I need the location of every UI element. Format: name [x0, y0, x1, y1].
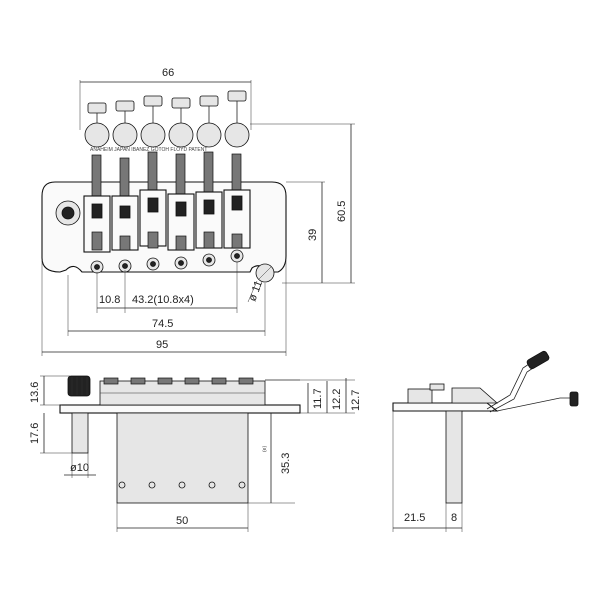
dim-13-6: 13.6 [29, 375, 70, 406]
dim-50: 50 [116, 503, 249, 532]
svg-text:17.6: 17.6 [29, 423, 41, 444]
saddles [83, 189, 251, 253]
svg-text:74.5: 74.5 [152, 318, 173, 330]
dim-11-7: 11.7 [300, 379, 355, 414]
svg-text:66: 66 [162, 67, 174, 79]
block-holes [118, 481, 246, 489]
svg-text:50: 50 [176, 515, 188, 527]
side-saddle [451, 387, 499, 404]
svg-text:95: 95 [156, 339, 168, 351]
front-saddles [99, 377, 300, 406]
top-view: ANAHEIM JAPAN IBANEZ GOTOH FLOYD PATENT [41, 67, 355, 356]
svg-text:43.2(10.8x4): 43.2(10.8x4) [132, 294, 194, 306]
dim-66: 66 [79, 67, 252, 130]
front-base-plate [59, 404, 301, 414]
dim-dia-10: ø10 [64, 453, 96, 478]
svg-text:ø 11: ø 11 [247, 279, 266, 303]
arm-tip [569, 391, 579, 407]
dim-95: 95 [41, 260, 287, 356]
tremolo-arm [486, 361, 533, 410]
intonation-screws [90, 249, 244, 274]
svg-text:ø10: ø10 [70, 462, 89, 474]
dim-43-2: 43.2(10.8x4) [132, 294, 194, 306]
side-view: 21.5 8 [392, 350, 579, 532]
side-block [445, 410, 463, 504]
fine-tuners [84, 90, 250, 148]
front-post [71, 412, 89, 454]
dim-74-5: 74.5 [67, 275, 266, 336]
svg-text:60.5: 60.5 [336, 201, 348, 222]
svg-text:(e): (e) [262, 446, 268, 452]
dim-35-3: (e) 35.3 [248, 413, 295, 504]
svg-text:21.5: 21.5 [404, 512, 425, 524]
svg-text:11.7: 11.7 [312, 388, 324, 409]
side-base [392, 402, 499, 412]
svg-text:8: 8 [451, 512, 457, 524]
dim-60-5: 60.5 [250, 123, 355, 284]
dim-12-7: 12.7 [345, 378, 362, 413]
dim-39: 39 [286, 181, 325, 283]
svg-text:35.3: 35.3 [280, 453, 292, 474]
engraving-text: ANAHEIM JAPAN IBANEZ GOTOH FLOYD PATENT [90, 147, 207, 153]
side-lock-housing [407, 388, 433, 404]
svg-text:12.2: 12.2 [331, 389, 343, 410]
svg-text:10.8: 10.8 [99, 294, 120, 306]
arm-knob [526, 350, 550, 370]
mount-hole-inner [61, 206, 75, 220]
dim-12-2: 12.2 [326, 381, 343, 413]
svg-text:39: 39 [307, 229, 319, 241]
front-view: 13.6 17.6 ø10 11.7 12.2 12.7 [29, 375, 362, 532]
dim-dia-11: ø 11 [247, 279, 266, 303]
sustain-block [116, 412, 249, 504]
svg-text:13.6: 13.6 [29, 382, 41, 403]
svg-text:12.7: 12.7 [350, 390, 362, 411]
dim-21-5: 21.5 8 [392, 411, 463, 532]
front-lock-knob [67, 375, 91, 397]
dim-10-8: 10.8 [96, 262, 238, 313]
dim-17-6: 17.6 [29, 413, 72, 454]
